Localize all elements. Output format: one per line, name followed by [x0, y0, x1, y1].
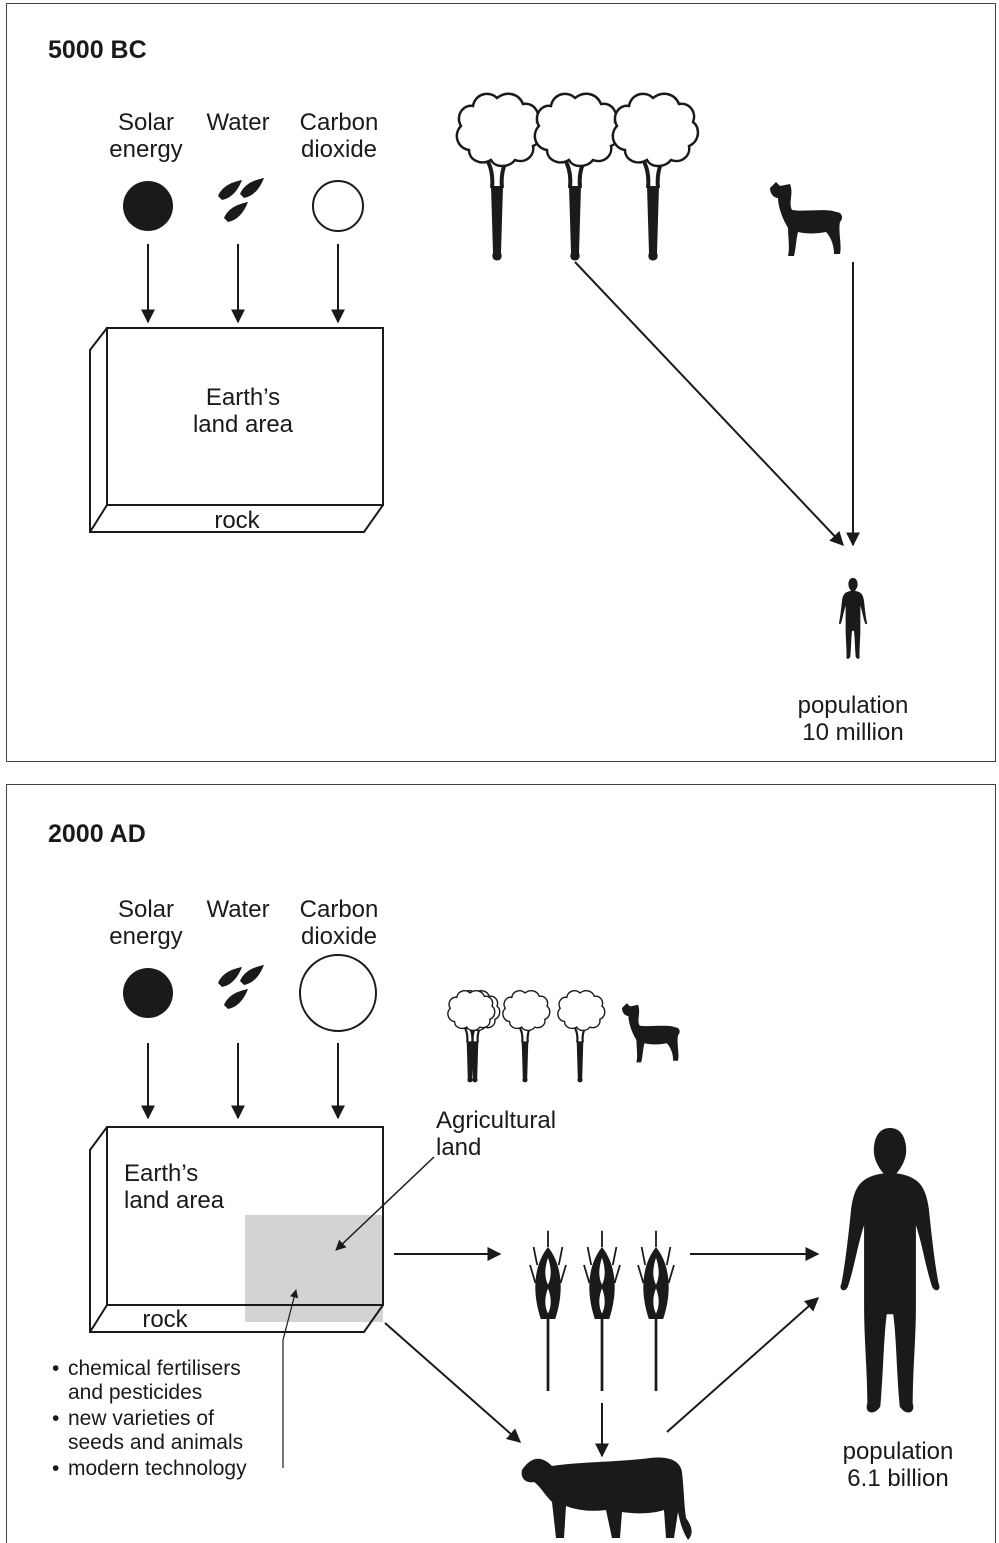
land-box: [89, 327, 384, 533]
land-box: [89, 1126, 384, 1333]
rock-label: rock: [214, 507, 260, 534]
wheat-icon: [528, 1229, 568, 1393]
farming-inputs-list: chemical fertilisers and pesticides new …: [52, 1357, 247, 1483]
sun-icon: [123, 968, 173, 1018]
human-icon: [840, 1128, 940, 1413]
deer-icon: [622, 1003, 680, 1063]
human-icon: [838, 578, 868, 659]
population-label: population 6.1 billion: [842, 1438, 954, 1492]
era-title: 5000 BC: [48, 36, 147, 64]
land-area-label: Earth’s land area: [192, 384, 294, 438]
arrow-land-to-cow: [384, 1322, 522, 1443]
cow-icon: [521, 1457, 692, 1540]
solar-energy-label: Solar energy: [109, 896, 183, 950]
tree-icon: [610, 91, 700, 263]
water-label: Water: [206, 896, 270, 923]
deer-icon: [770, 182, 843, 256]
solar-energy-label: Solar energy: [109, 109, 183, 163]
arrow-trees-to-human: [574, 261, 844, 547]
pointer-inputs-to-land: [282, 1289, 299, 1468]
population-label: population 10 million: [797, 692, 909, 746]
list-item: modern technology: [52, 1457, 247, 1481]
land-area-label: Earth’s land area: [124, 1160, 225, 1214]
tree-icon: [532, 91, 622, 263]
carbon-dioxide-icon: [299, 954, 377, 1032]
water-drops-icon: [218, 178, 264, 222]
water-label: Water: [206, 109, 270, 136]
tree-icon: [556, 989, 606, 1084]
arrow-cow-to-human: [666, 1297, 820, 1433]
sun-icon: [123, 181, 173, 231]
list-item: chemical fertilisers and pesticides: [52, 1357, 247, 1405]
wheat-icon: [636, 1229, 676, 1393]
carbon-dioxide-icon: [312, 180, 364, 232]
rock-label: rock: [142, 1306, 188, 1333]
carbon-dioxide-label: Carbon dioxide: [299, 109, 379, 163]
tree-icon: [501, 989, 551, 1084]
water-drops-icon: [218, 965, 264, 1009]
agricultural-land-label: Agricultural land: [436, 1107, 557, 1161]
list-item: new varieties of seeds and animals: [52, 1407, 247, 1455]
carbon-dioxide-label: Carbon dioxide: [299, 896, 379, 950]
wheat-icon: [582, 1229, 622, 1393]
tree-icon: [454, 91, 544, 263]
era-title: 2000 AD: [48, 820, 146, 848]
pointer-agricultural-land: [335, 1156, 435, 1251]
